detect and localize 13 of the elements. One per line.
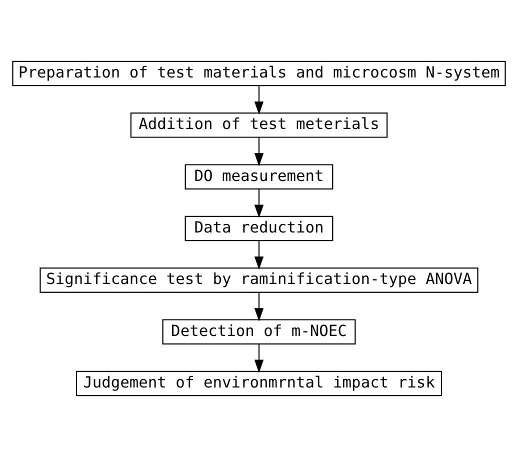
node-box: Judgement of environmrntal impact risk <box>76 370 442 396</box>
arrow <box>254 137 264 166</box>
node-box: Addition of test meterials <box>130 112 388 138</box>
arrow <box>254 292 264 321</box>
node-box: Preparation of test materials and microcosm N-system <box>12 60 506 86</box>
arrow <box>254 344 264 372</box>
arrow <box>254 86 264 114</box>
arrow <box>254 188 264 218</box>
node-box: Detection of m-NOEC <box>162 318 356 344</box>
node-box: Data reduction <box>184 215 334 241</box>
node-box: DO measurement <box>184 164 334 189</box>
node-box: Significance test by raminification-type ANOVA <box>40 267 478 292</box>
arrow <box>254 240 264 270</box>
